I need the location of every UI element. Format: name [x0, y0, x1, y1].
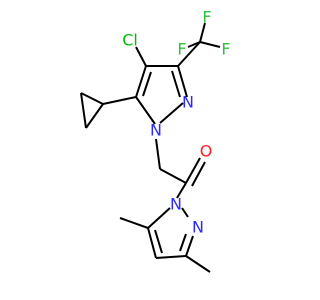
bond-lower-c5-methyl: [119, 217, 149, 229]
bond-lower-c3-n2-second: [179, 233, 187, 252]
bond-lower-c5-c4: [147, 227, 157, 259]
nitrogen-label-upper-n1: N: [150, 121, 162, 140]
bond-cf3-f-right: [199, 41, 221, 48]
fluorine-label-top: F: [202, 8, 211, 27]
bond-c3-n2-second: [171, 70, 181, 98]
bond-carbonyl-lower-n1: [176, 182, 187, 199]
chlorine-label: Cl: [122, 31, 138, 50]
bond-lower-n1-c5: [147, 207, 171, 229]
fluorine-label-left: F: [177, 40, 186, 59]
bond-c3-cf3: [177, 41, 201, 67]
fluorine-label-right: F: [221, 40, 230, 59]
bond-ch2-carbonyl: [159, 168, 187, 184]
bond-c3-n2: [177, 65, 188, 98]
bond-lower-n2-n1: [181, 207, 189, 218]
bond-cyclopropyl-c: [85, 103, 104, 129]
bond-cyclopropyl-a: [80, 92, 104, 105]
bond-c5-c4-second: [142, 71, 152, 97]
nitrogen-label-lower-n2: N: [192, 218, 204, 237]
bond-cyclopropyl-b: [80, 92, 87, 129]
bond-lower-c4-c3: [155, 255, 187, 259]
bond-carbonyl-o: [185, 157, 201, 184]
bond-carbonyl-o-second: [191, 161, 206, 187]
nitrogen-label-lower-n1: N: [170, 195, 182, 214]
bond-n1-c5: [135, 96, 156, 125]
nitrogen-label-upper-n2: N: [182, 93, 194, 112]
bond-c4-cl: [135, 46, 147, 67]
bond-n2-n1: [159, 102, 184, 124]
bond-lower-c5-c4-second: [154, 229, 163, 254]
oxygen-label: O: [200, 142, 213, 161]
bond-lower-c3-methyl: [185, 255, 211, 273]
bond-cf3-f-top: [199, 22, 206, 43]
bond-c5-c4: [135, 65, 147, 98]
bond-n1-ch2: [155, 138, 161, 170]
bond-cf3-f-left: [187, 41, 201, 48]
molecule-structure-diagram: Cl F F F N N O N N: [80, 8, 231, 273]
bond-lower-c3-n2: [185, 235, 194, 257]
bond-c5-cyclopropyl: [102, 96, 137, 105]
